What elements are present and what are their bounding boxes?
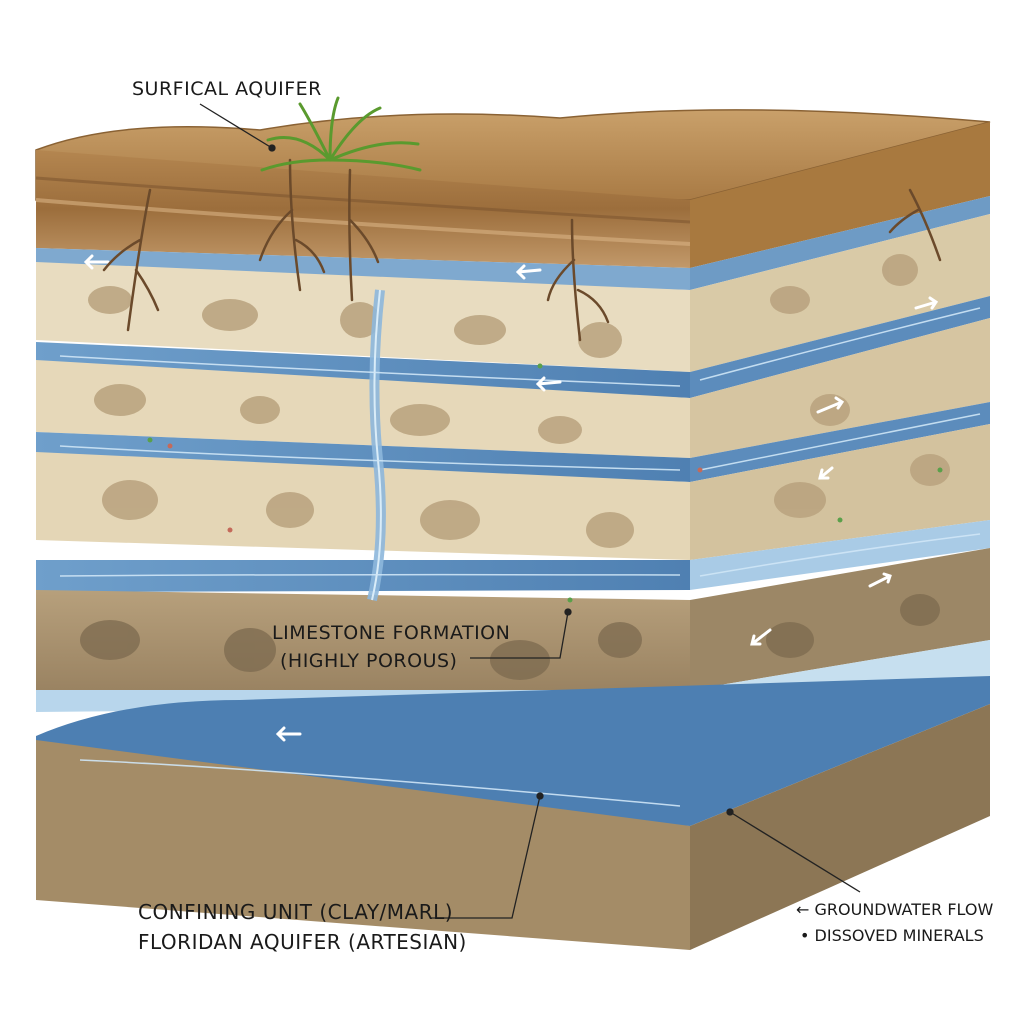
legend-groundwater-flow: ← GROUNDWATER FLOW xyxy=(796,900,993,919)
topsoil-layer-side xyxy=(690,122,990,268)
left-arrow-icon: ← xyxy=(796,900,810,919)
dot-icon: • xyxy=(800,926,810,945)
water-channel-1 xyxy=(36,248,690,290)
label-limestone-porous: (HIGHLY POROUS) xyxy=(280,650,458,672)
label-surficial-aquifer: SURFICAL AQUIFER xyxy=(132,78,322,100)
label-limestone-formation: LIMESTONE FORMATION xyxy=(272,622,511,644)
water-channel-4 xyxy=(36,560,690,592)
water-channel-2 xyxy=(36,342,690,398)
flow-arrows xyxy=(83,254,939,742)
dissolved-mineral-dots xyxy=(147,363,943,603)
water-channel-3 xyxy=(36,432,690,482)
grass-tuft xyxy=(260,96,422,172)
legend-mineral-label: DISSOVED MINERALS xyxy=(814,926,984,945)
confining-unit-side xyxy=(690,704,990,950)
confining-unit-front xyxy=(36,740,690,950)
label-leader-lines xyxy=(199,103,861,919)
plant-roots xyxy=(102,158,942,342)
deep-rock-pores xyxy=(80,594,940,680)
label-confining-unit: CONFINING UNIT (CLAY/MARL) xyxy=(138,900,454,924)
label-floridan-aquifer: FLORIDAN AQUIFER (ARTESIAN) xyxy=(138,930,467,954)
limestone-layer-2 xyxy=(36,360,690,458)
legend-dissolved-minerals: • DISSOVED MINERALS xyxy=(800,926,984,945)
water-streaks xyxy=(59,307,981,807)
legend-flow-label: GROUNDWATER FLOW xyxy=(814,900,994,919)
limestone-layer-3 xyxy=(36,452,690,560)
topsoil-layer-front xyxy=(36,150,690,268)
